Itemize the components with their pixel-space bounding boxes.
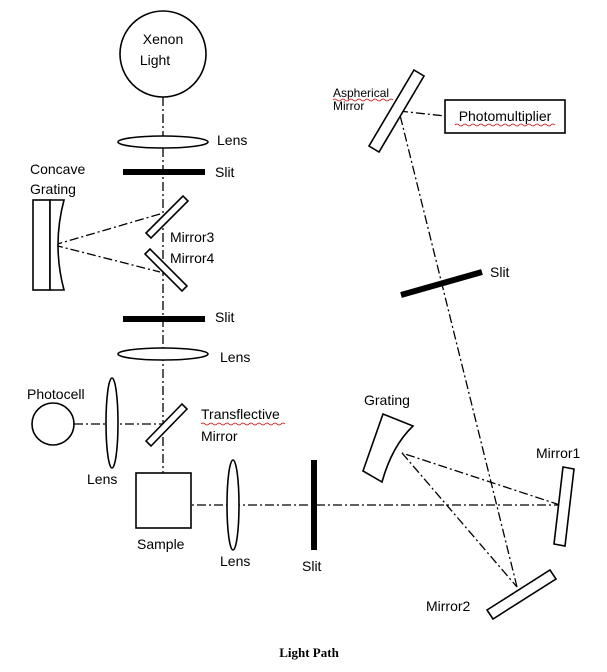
beam-aspherical-to-photomultiplier — [398, 110, 446, 117]
concave-grating-label-line1: Concave — [30, 161, 85, 177]
xenon-light-circle — [119, 10, 207, 98]
aspherical-label-line2: Mirror — [333, 99, 364, 113]
sample-box — [135, 472, 192, 529]
aspherical-mirror — [367, 68, 426, 154]
beam-grating-to-mirror2 — [401, 452, 518, 588]
mirror4 — [143, 247, 189, 293]
lens-middle — [117, 347, 209, 361]
lens-top — [117, 135, 209, 149]
xenon-label-line1: Xenon — [143, 31, 183, 47]
lens-middle-label: Lens — [220, 349, 250, 365]
photocell-label: Photocell — [27, 386, 85, 402]
mirror4-label: Mirror4 — [170, 250, 215, 266]
beam-mirror1-to-grating — [401, 452, 561, 506]
photomultiplier-box — [444, 99, 566, 134]
spellcheck-underline-transflective — [200, 422, 286, 426]
transflective-label-line1: Transflective — [201, 406, 280, 422]
slit-right — [400, 269, 483, 298]
transflective-label-line2: Mirror — [201, 428, 238, 444]
mirror3 — [144, 194, 190, 240]
spellcheck-underline-photomultiplier — [454, 123, 556, 127]
transflective-mirror — [144, 402, 189, 448]
spellcheck-underline-aspherical — [332, 98, 394, 102]
beam-mirror3-to-grating — [53, 213, 161, 246]
mirror3-label: Mirror3 — [170, 229, 215, 245]
mirror2 — [485, 568, 558, 621]
beam-paths — [53, 97, 561, 588]
beam-grating-to-mirror4 — [53, 244, 161, 273]
grating — [362, 412, 415, 484]
slit-bottom-label: Slit — [302, 558, 322, 574]
concave-grating-label-line2: Grating — [30, 181, 76, 197]
slit-top-label: Slit — [215, 164, 235, 180]
slit-middle-label: Slit — [215, 309, 235, 325]
sample-label: Sample — [137, 536, 185, 552]
lens-left-label: Lens — [87, 471, 117, 487]
xenon-label-line2: Light — [140, 52, 170, 68]
grating-label: Grating — [364, 392, 410, 408]
mirror1 — [553, 466, 575, 547]
photocell — [31, 402, 75, 446]
lens-top-label: Lens — [217, 132, 247, 148]
mirror1-label: Mirror1 — [536, 445, 581, 461]
mirror2-label: Mirror2 — [426, 598, 471, 614]
diagram-caption: Light Path — [279, 645, 339, 660]
lens-bottom-label: Lens — [220, 553, 250, 569]
concave-grating-surface — [49, 199, 66, 291]
xenon-light: Xenon Light — [119, 10, 207, 98]
concave-grating-frame — [32, 199, 51, 291]
beam-mirror2-to-aspherical — [398, 110, 518, 588]
slit-right-label: Slit — [490, 264, 510, 280]
lens-bottom — [226, 459, 240, 551]
concave-grating — [32, 199, 66, 291]
lens-left — [105, 377, 119, 469]
photomultiplier-label: Photomultiplier — [459, 108, 552, 124]
aspherical-label-line1: Aspherical — [333, 86, 389, 100]
